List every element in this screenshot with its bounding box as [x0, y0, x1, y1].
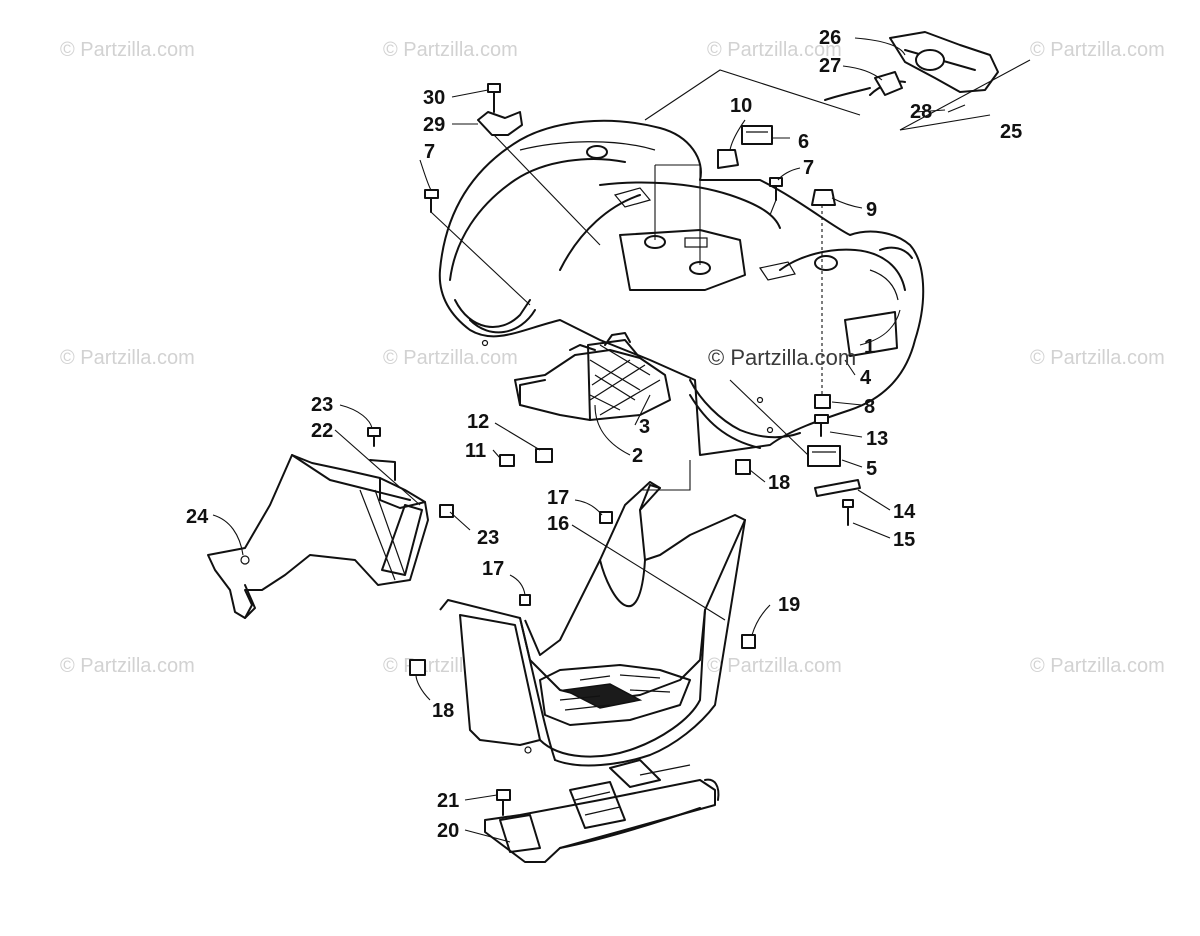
callout-19: 19: [778, 594, 800, 616]
callout-1: 1: [864, 336, 875, 358]
watermark: © Partzilla.com: [707, 655, 842, 677]
leader-lines: [212, 37, 1031, 843]
callout-27: 27: [819, 55, 841, 77]
footwell: [439, 481, 746, 767]
watermark: © Partzilla.com: [60, 655, 195, 677]
watermark: © Partzilla.com: [707, 39, 842, 61]
watermark: © Partzilla.com: [383, 347, 518, 369]
callout-4: 4: [860, 367, 872, 389]
watermark: © Partzilla.com: [383, 39, 518, 61]
callout-11: 11: [465, 440, 486, 462]
callout-28: 28: [910, 101, 932, 123]
callout-22: 22: [311, 420, 333, 442]
callout-3: 3: [639, 416, 650, 438]
watermark: © Partzilla.com: [1030, 655, 1165, 677]
watermark: © Partzilla.com: [1030, 39, 1165, 61]
callout-17-upper: 17: [547, 487, 569, 509]
callout-29: 29: [423, 114, 445, 136]
watermark: © Partzilla.com: [60, 39, 195, 61]
callout-14: 14: [893, 501, 916, 523]
callout-23-lower: 23: [477, 527, 499, 549]
callout-7-right: 7: [803, 157, 814, 179]
side-panel: [207, 454, 429, 619]
callout-labels: 1 2 3 4 5 6 7 7 8 9 10 11 12 13 14 15 16…: [186, 27, 1022, 842]
callout-24: 24: [186, 506, 209, 528]
callout-18-left: 18: [432, 700, 454, 722]
callout-15: 15: [893, 529, 915, 551]
callout-21: 21: [437, 790, 459, 812]
callout-10: 10: [730, 95, 752, 117]
callout-9: 9: [866, 199, 877, 221]
callout-2: 2: [632, 445, 643, 467]
callout-30: 30: [423, 87, 445, 109]
footrest-bracket: [484, 759, 720, 863]
center-watermark: © Partzilla.com: [708, 345, 856, 370]
callout-26: 26: [819, 27, 841, 49]
hardware: [367, 83, 861, 816]
callout-13: 13: [866, 428, 888, 450]
callout-6: 6: [798, 131, 809, 153]
callout-25: 25: [1000, 121, 1022, 143]
callout-17-lower: 17: [482, 558, 504, 580]
callout-16: 16: [547, 513, 569, 535]
callout-18-right: 18: [768, 472, 790, 494]
taillight-assembly: [824, 31, 999, 113]
callout-7-left: 7: [424, 141, 435, 163]
callout-20: 20: [437, 820, 459, 842]
callout-12: 12: [467, 411, 489, 433]
storage-liner: [514, 332, 671, 421]
watermark: © Partzilla.com: [1030, 347, 1165, 369]
callout-5: 5: [866, 458, 877, 480]
callout-23-upper: 23: [311, 394, 333, 416]
watermark: © Partzilla.com: [60, 347, 195, 369]
callout-8: 8: [864, 396, 875, 418]
